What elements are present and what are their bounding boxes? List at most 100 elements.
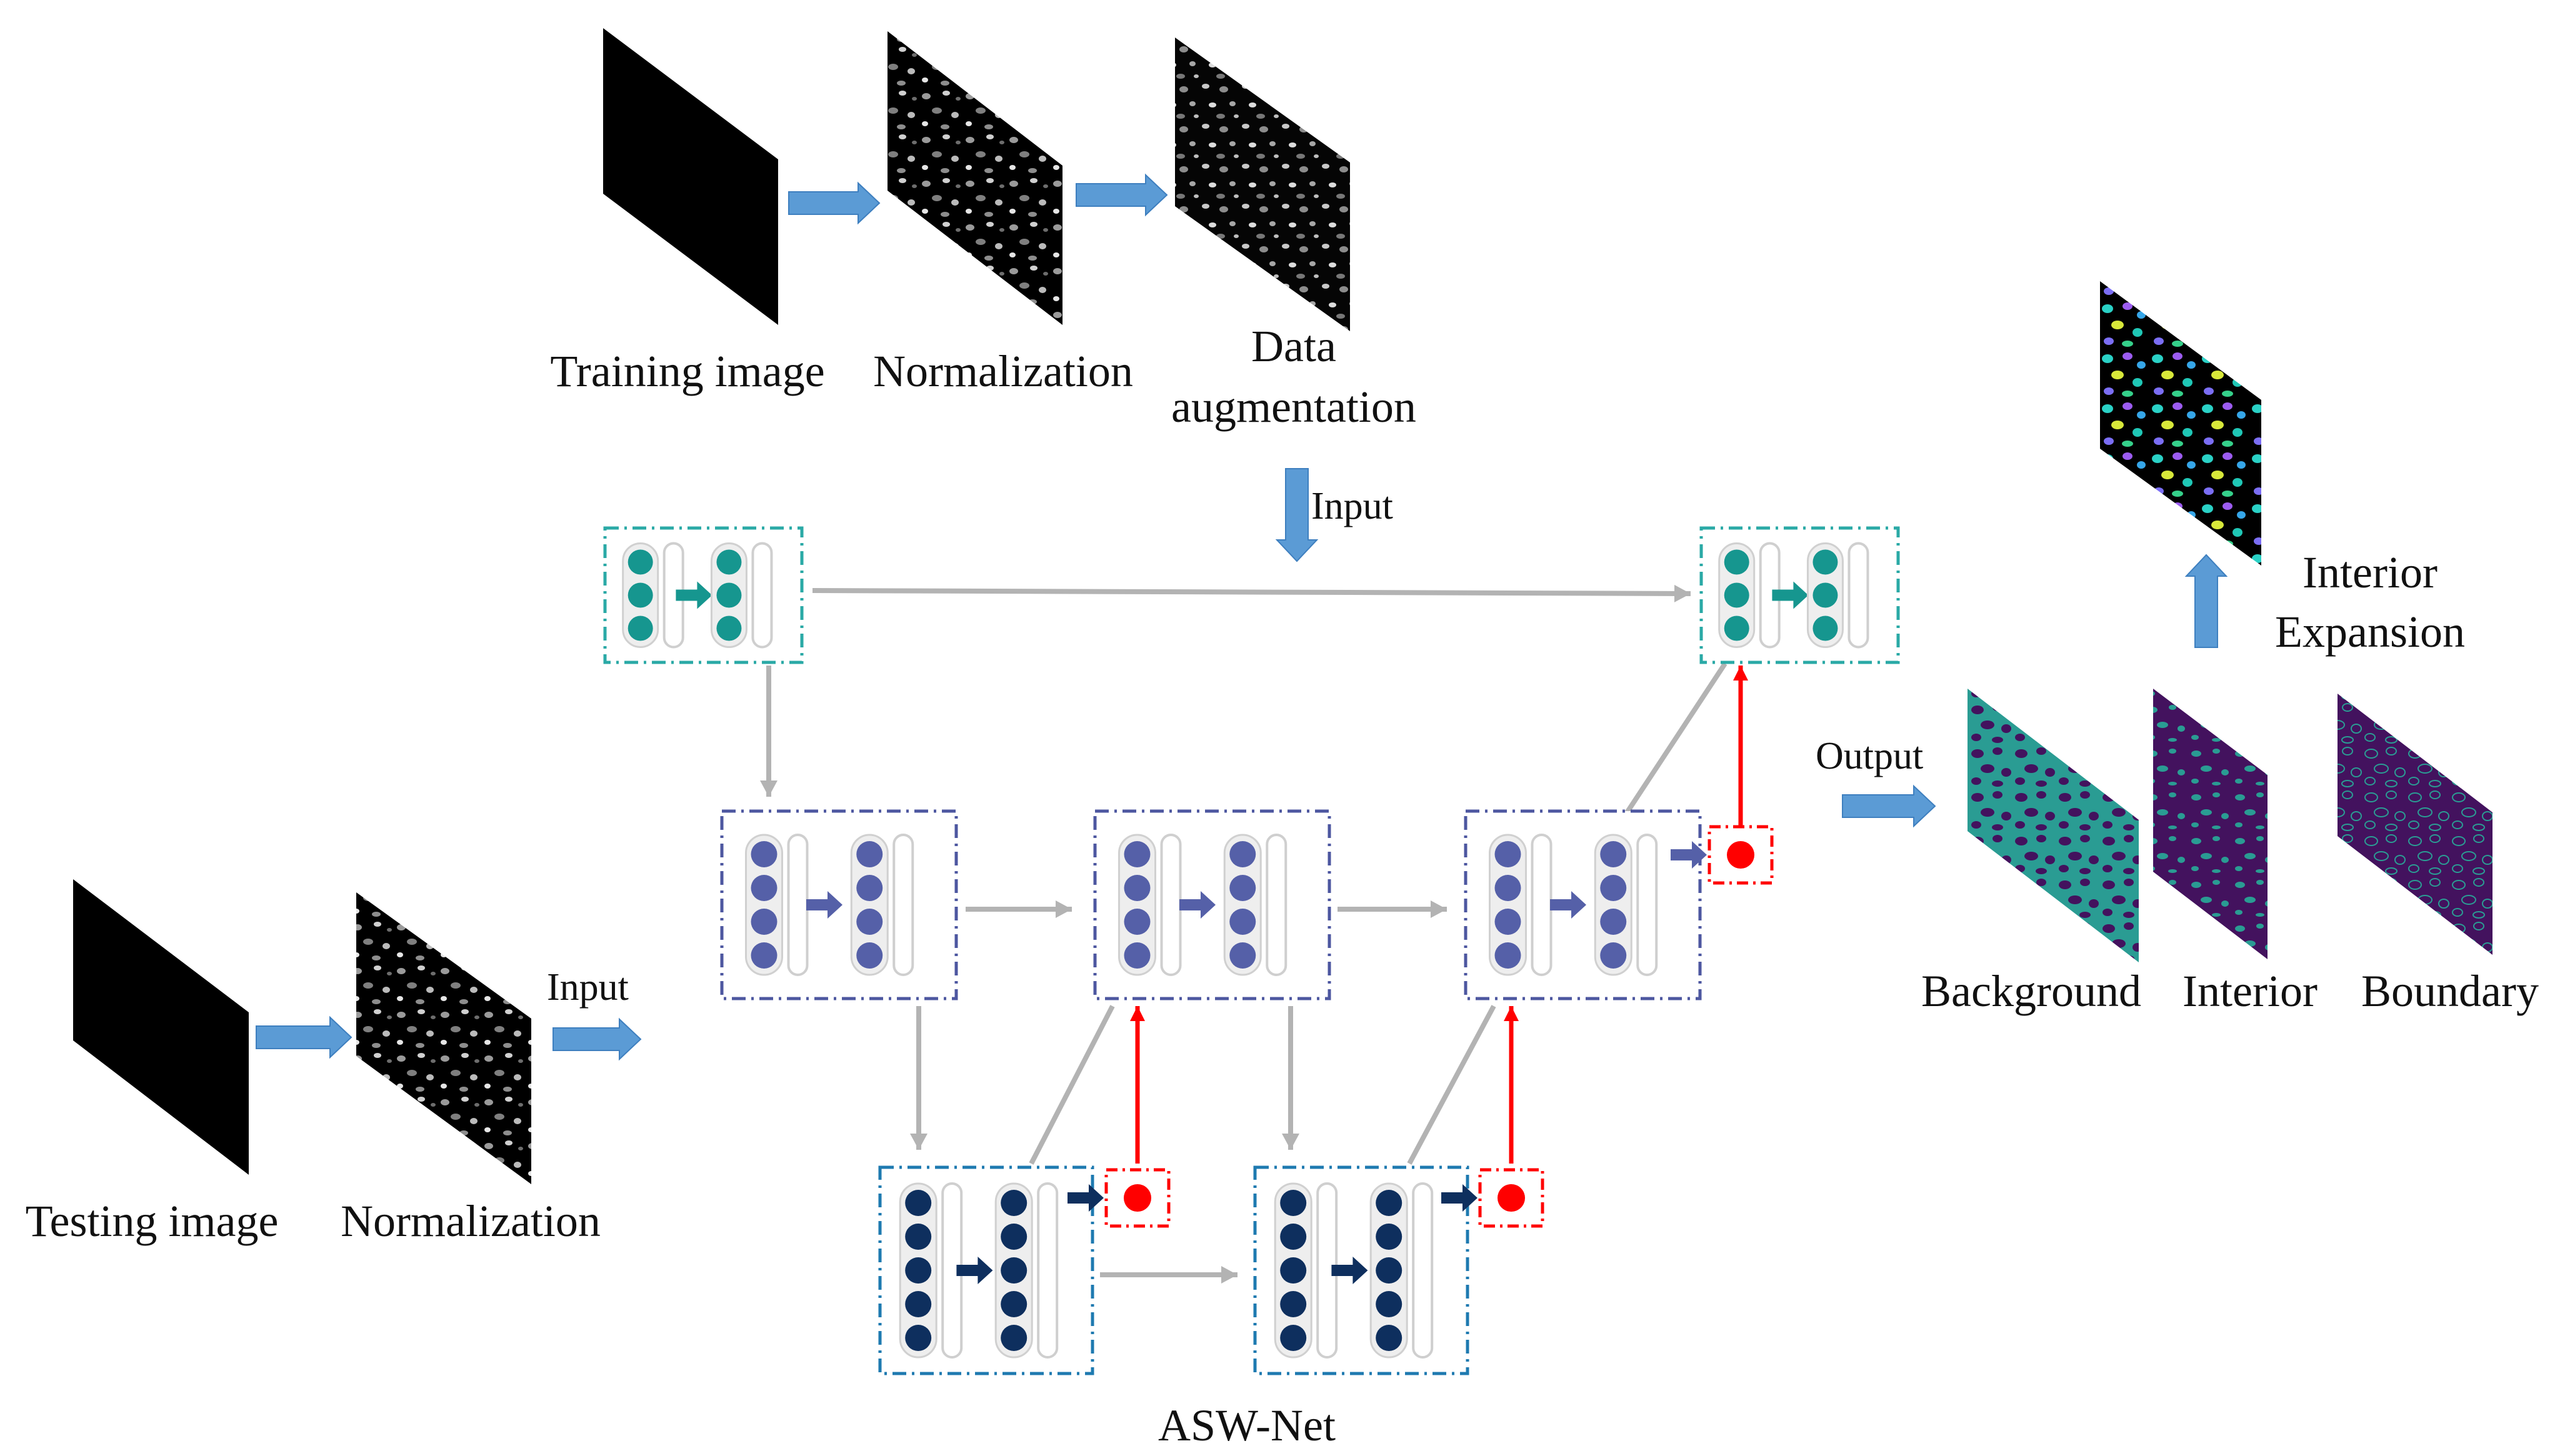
block-level2-b-col-a <box>1118 834 1156 976</box>
node-dot-icon <box>1001 1257 1028 1284</box>
block-level1-encoder-pill-b <box>751 542 773 649</box>
node-dot-icon <box>1494 841 1521 867</box>
node-dot-icon <box>1124 909 1151 935</box>
node-dot-icon <box>1812 582 1838 608</box>
image-layer <box>73 28 2492 1184</box>
block-level2-a-col-a <box>745 834 783 976</box>
node-dot-icon <box>905 1325 932 1351</box>
flow-arrow-result-up <box>2184 554 2228 648</box>
block-level3-b-block-arrow-icon <box>1331 1257 1368 1284</box>
node-dot-icon <box>1376 1224 1402 1250</box>
up-connection-l3b-l2c <box>1407 1005 1496 1165</box>
supervision-dot-icon <box>1124 1184 1151 1212</box>
flow-arrow-train-1 <box>788 181 881 225</box>
training-normalization-label: Normalization <box>873 346 1133 396</box>
lateral-connection-l2a-l2b-head <box>1056 900 1072 918</box>
node-dot-icon <box>716 549 742 575</box>
training-image-label: Training image <box>550 346 824 396</box>
input-label-top: Input <box>1311 485 1393 527</box>
supervision-dot-icon <box>1498 1184 1525 1212</box>
node-dot-icon <box>1124 942 1151 969</box>
flow-arrow-test-2 <box>552 1017 642 1061</box>
network-block-layer <box>603 526 1900 1375</box>
supervision-link-2-head <box>1504 1006 1519 1021</box>
node-dot-icon <box>1600 875 1627 901</box>
testing-normalized-panel <box>356 892 531 1184</box>
node-dot-icon <box>1280 1190 1307 1216</box>
up-connection-l3a-l2b <box>1029 1005 1115 1165</box>
node-dot-icon <box>1600 909 1627 935</box>
boundary-map-label: Boundary <box>2361 966 2539 1016</box>
down-connection-l1-l2a-head <box>760 780 778 797</box>
node-dot-icon <box>1280 1257 1307 1284</box>
background-map-panel <box>1968 689 2139 962</box>
node-dot-icon <box>628 549 653 575</box>
node-dot-icon <box>1001 1224 1028 1250</box>
block-level2-b-pill-b <box>1266 834 1288 976</box>
block-level1-decoder-col-a <box>1718 542 1756 648</box>
result-label-line1: Interior <box>2302 547 2438 597</box>
flow-arrow-output <box>1842 784 1936 828</box>
node-dot-icon <box>1280 1291 1307 1317</box>
node-dot-icon <box>1812 549 1838 575</box>
node-dot-icon <box>1376 1257 1402 1284</box>
block-level1-encoder-col-b <box>710 542 748 648</box>
node-dot-icon <box>1812 616 1838 641</box>
node-dot-icon <box>1001 1190 1028 1216</box>
node-dot-icon <box>1494 875 1521 901</box>
down-connection-l2b-l3b-head <box>1282 1134 1299 1150</box>
block-level1-decoder-col-b <box>1806 542 1844 648</box>
block-level3-b-col-b <box>1369 1182 1408 1359</box>
flow-arrow-test-1 <box>256 1015 352 1059</box>
supervision-link-3-head <box>1733 666 1748 681</box>
block-level2-c-pill-a <box>1531 834 1552 976</box>
block-level3-a-pill-b <box>1037 1182 1059 1359</box>
node-dot-icon <box>856 909 883 935</box>
block-level3-b-col-a <box>1274 1182 1312 1359</box>
node-dot-icon <box>856 942 883 969</box>
block-level2-b-col-b <box>1223 834 1262 976</box>
block-level2-b-pill-a <box>1160 834 1182 976</box>
block-level3-a-col-a <box>899 1182 938 1359</box>
node-column-backdrop <box>1594 834 1632 976</box>
flow-arrow-layer <box>256 173 2228 1061</box>
node-dot-icon <box>751 841 778 867</box>
node-dot-icon <box>905 1224 932 1250</box>
node-dot-icon <box>1124 841 1151 867</box>
training-image-panel <box>603 28 778 325</box>
augmentation-label-line1: Data <box>1251 321 1336 371</box>
node-dot-icon <box>716 582 742 608</box>
down-connection-l2a-l3a-head <box>910 1134 928 1150</box>
training-normalized-panel <box>888 31 1062 325</box>
node-dot-icon <box>905 1291 932 1317</box>
testing-normalization-label: Normalization <box>341 1196 601 1246</box>
node-dot-icon <box>1229 942 1256 969</box>
node-dot-icon <box>1600 942 1627 969</box>
node-dot-icon <box>856 841 883 867</box>
node-dot-icon <box>1229 841 1256 867</box>
input-label-left: Input <box>547 966 629 1009</box>
node-dot-icon <box>1124 875 1151 901</box>
background-map-label: Background <box>1921 966 2141 1016</box>
block-level2-a-block-arrow-icon <box>806 891 842 919</box>
supervision-node-2-feed-arrow-icon <box>1441 1184 1478 1212</box>
block-level3-b-pill-b <box>1412 1182 1434 1359</box>
block-level1-decoder-pill-b <box>1848 542 1869 649</box>
node-dot-icon <box>1280 1325 1307 1351</box>
flow-arrow-train-2 <box>1076 173 1168 217</box>
block-level3-a-block-arrow-icon <box>956 1257 993 1284</box>
node-dot-icon <box>905 1190 932 1216</box>
block-level2-c-block-arrow-icon <box>1550 891 1586 919</box>
lateral-connection-l3a-l3b-head <box>1221 1266 1238 1284</box>
block-level2-c-col-a <box>1489 834 1527 976</box>
block-level1-encoder-block-arrow-icon <box>676 581 712 609</box>
block-level2-a-col-b <box>850 834 889 976</box>
node-dot-icon <box>1280 1224 1307 1250</box>
node-column-backdrop <box>1223 834 1262 976</box>
node-dot-icon <box>1494 909 1521 935</box>
supervision-node-3 <box>1708 825 1774 885</box>
network-name-label: ASW-Net <box>1158 1400 1336 1450</box>
node-dot-icon <box>628 616 653 641</box>
node-column-backdrop <box>1118 834 1156 976</box>
